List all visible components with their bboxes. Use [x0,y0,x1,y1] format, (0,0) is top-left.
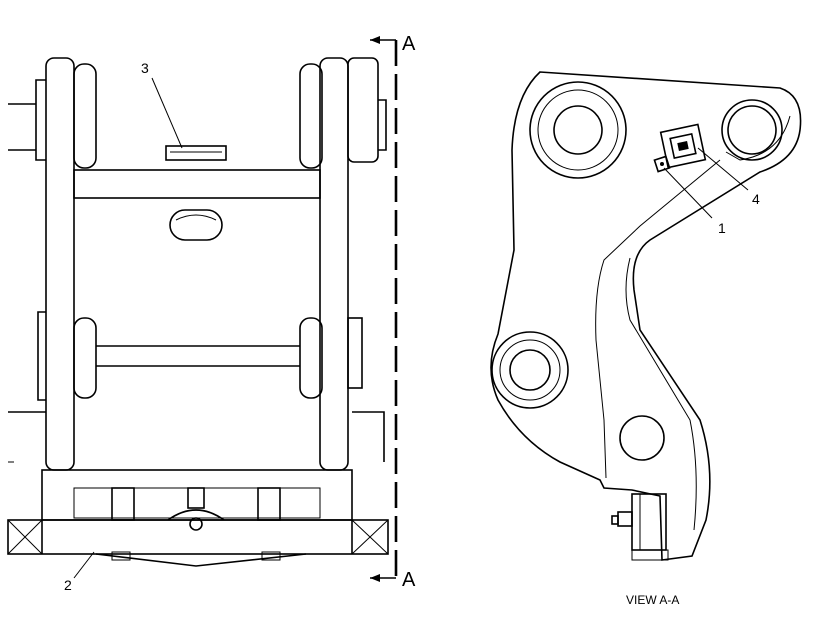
front-view [7,57,389,567]
bolt-head [189,517,203,531]
section-label-bottom: A [402,569,416,591]
right-side-plate [319,57,349,471]
upper-pin-bore [553,105,603,155]
label-plate [165,145,227,161]
section-label-top: A [402,33,416,55]
bottom-frame [41,469,353,521]
callouts-right: 4 1 [663,147,760,236]
latch-hardware [611,493,669,561]
lower-pin-bore [509,349,551,391]
lower-hole [619,415,665,461]
right-outer-boss [347,57,379,163]
callout-4: 4 [752,191,760,207]
left-mid-boss [73,317,97,399]
small-plate [653,155,671,173]
right-pin-bore [727,105,777,155]
callout-1: 1 [718,220,726,236]
body-outline [490,71,802,561]
lower-pin-boss-outer [491,331,569,409]
left-upper-boss [73,63,97,169]
upper-pin-boss-outer [529,81,627,179]
callout-2: 2 [64,577,72,593]
right-upper-boss [299,63,323,169]
section-line: A A [370,33,416,591]
right-pin-boss-outer [721,99,783,161]
section-view [490,71,802,561]
right-mid-boss [299,317,323,399]
warning-decal [659,123,707,169]
slot-hole [169,209,223,241]
base-plate [7,519,389,555]
upper-cross-member [73,169,321,199]
view-caption: VIEW A-A [626,593,679,607]
callout-3: 3 [141,60,149,76]
left-side-plate [45,57,75,471]
callouts-left: 3 2 [64,60,183,593]
